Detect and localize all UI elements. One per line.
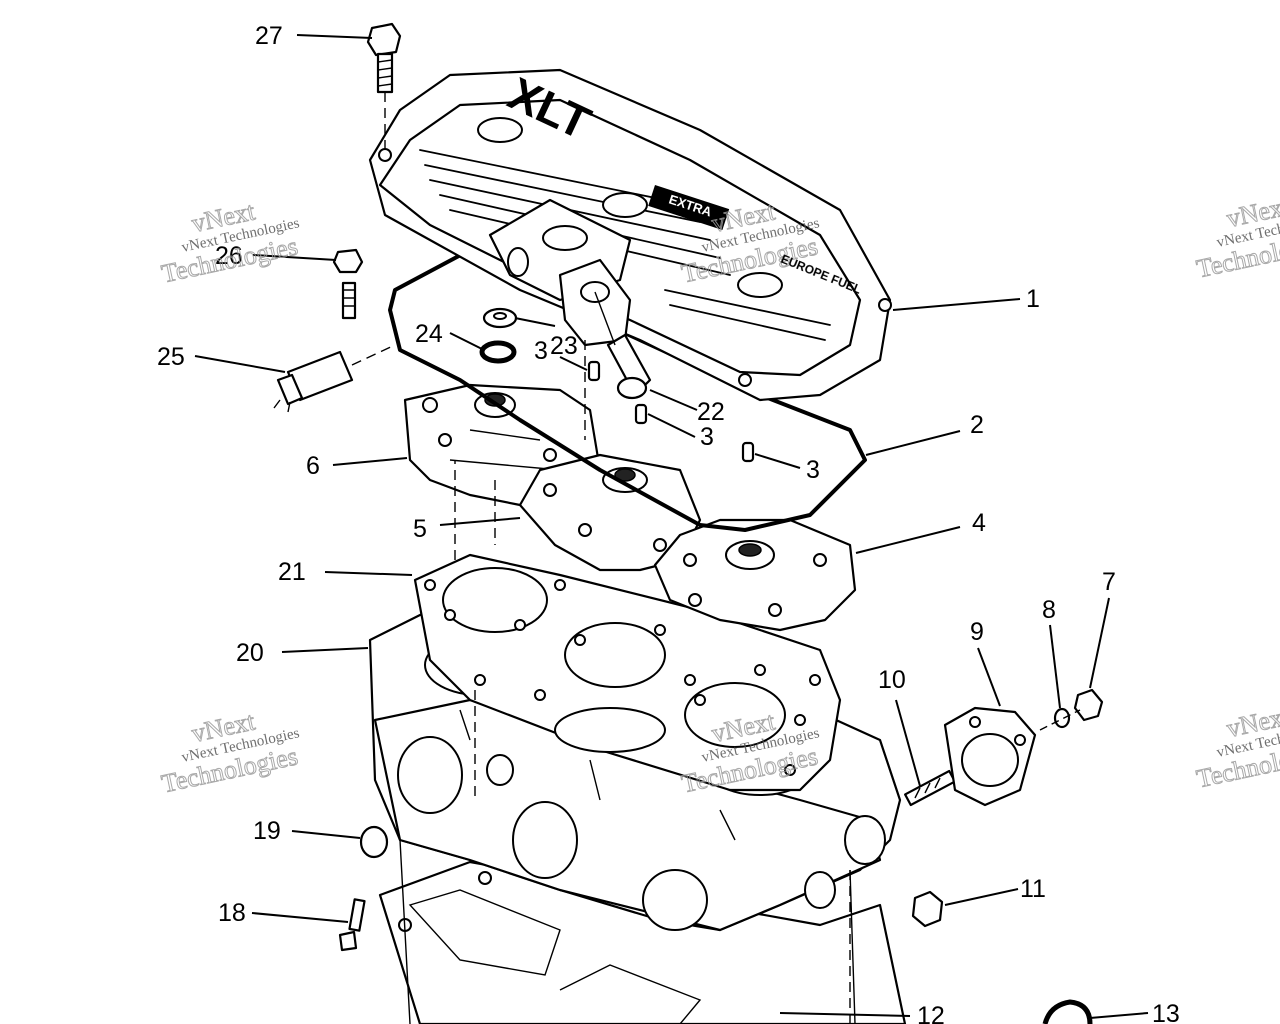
stud-10 <box>904 769 956 807</box>
valve-cover-1: XLT EXTRA <box>368 67 892 402</box>
sensor-26 <box>332 248 364 320</box>
callout-9: 9 <box>970 618 984 646</box>
temp-sensor-25 <box>273 344 396 413</box>
callout-11: 11 <box>1020 875 1046 903</box>
washer-8 <box>1053 707 1071 729</box>
bolt-27 <box>366 22 402 150</box>
callout-10: 10 <box>878 666 906 694</box>
callout-27: 27 <box>255 22 283 50</box>
callout-8: 8 <box>1042 596 1056 624</box>
cover-badge <box>648 185 730 231</box>
callout-18: 18 <box>218 899 246 927</box>
callout-5: 5 <box>413 515 427 543</box>
thermostat-cover-9 <box>943 706 1037 807</box>
callout-24: 24 <box>415 320 443 348</box>
nut-11 <box>911 890 944 928</box>
leader-lines <box>194 34 1149 1024</box>
callout-6: 6 <box>306 452 320 480</box>
callout-7: 7 <box>1102 568 1116 596</box>
fitting-22 <box>594 291 652 400</box>
callout-19: 19 <box>253 817 281 845</box>
callout-20: 20 <box>236 639 264 667</box>
plug-19 <box>359 825 389 859</box>
callout-3-middle: 3 <box>700 423 714 451</box>
callout-2: 2 <box>970 411 984 439</box>
callout-3-top: 3 <box>534 337 548 365</box>
gasket-bolt-holes <box>424 579 821 776</box>
cylinder-head-4 <box>653 518 857 632</box>
oring-13 <box>1042 999 1093 1024</box>
callout-4: 4 <box>972 509 986 537</box>
watermark: vNext vNext Technologies Technologies <box>1193 701 1280 794</box>
watermark: vNext vNext Technologies Technologies <box>158 196 301 289</box>
head-gasket-21 <box>413 553 842 792</box>
oring-24 <box>479 340 517 364</box>
callout-23: 23 <box>550 332 578 360</box>
base-gasket-12 <box>378 860 907 1024</box>
callout-labels: 27 26 25 24 23 3 22 3 3 1 2 6 5 4 21 20 … <box>157 22 1180 1024</box>
callout-26: 26 <box>215 242 243 270</box>
fitting-18 <box>338 898 366 952</box>
callout-22: 22 <box>697 398 725 426</box>
cylinder-head-5 <box>518 453 702 572</box>
nut-7 <box>1073 688 1104 722</box>
watermark: vNext vNext Technologies Technologies <box>1193 191 1280 284</box>
watermarks: vNext vNext Technologies Technologies vN… <box>158 191 1280 799</box>
callout-3-right: 3 <box>806 456 820 484</box>
callout-25: 25 <box>157 343 185 371</box>
callout-12: 12 <box>917 1002 945 1024</box>
callout-13: 13 <box>1152 1000 1180 1024</box>
watermark: vNext vNext Technologies Technologies <box>158 706 301 799</box>
callout-1: 1 <box>1026 285 1040 313</box>
callout-21: 21 <box>278 558 306 586</box>
cover-fins <box>419 149 831 341</box>
dowel-pins-3 <box>587 360 755 463</box>
